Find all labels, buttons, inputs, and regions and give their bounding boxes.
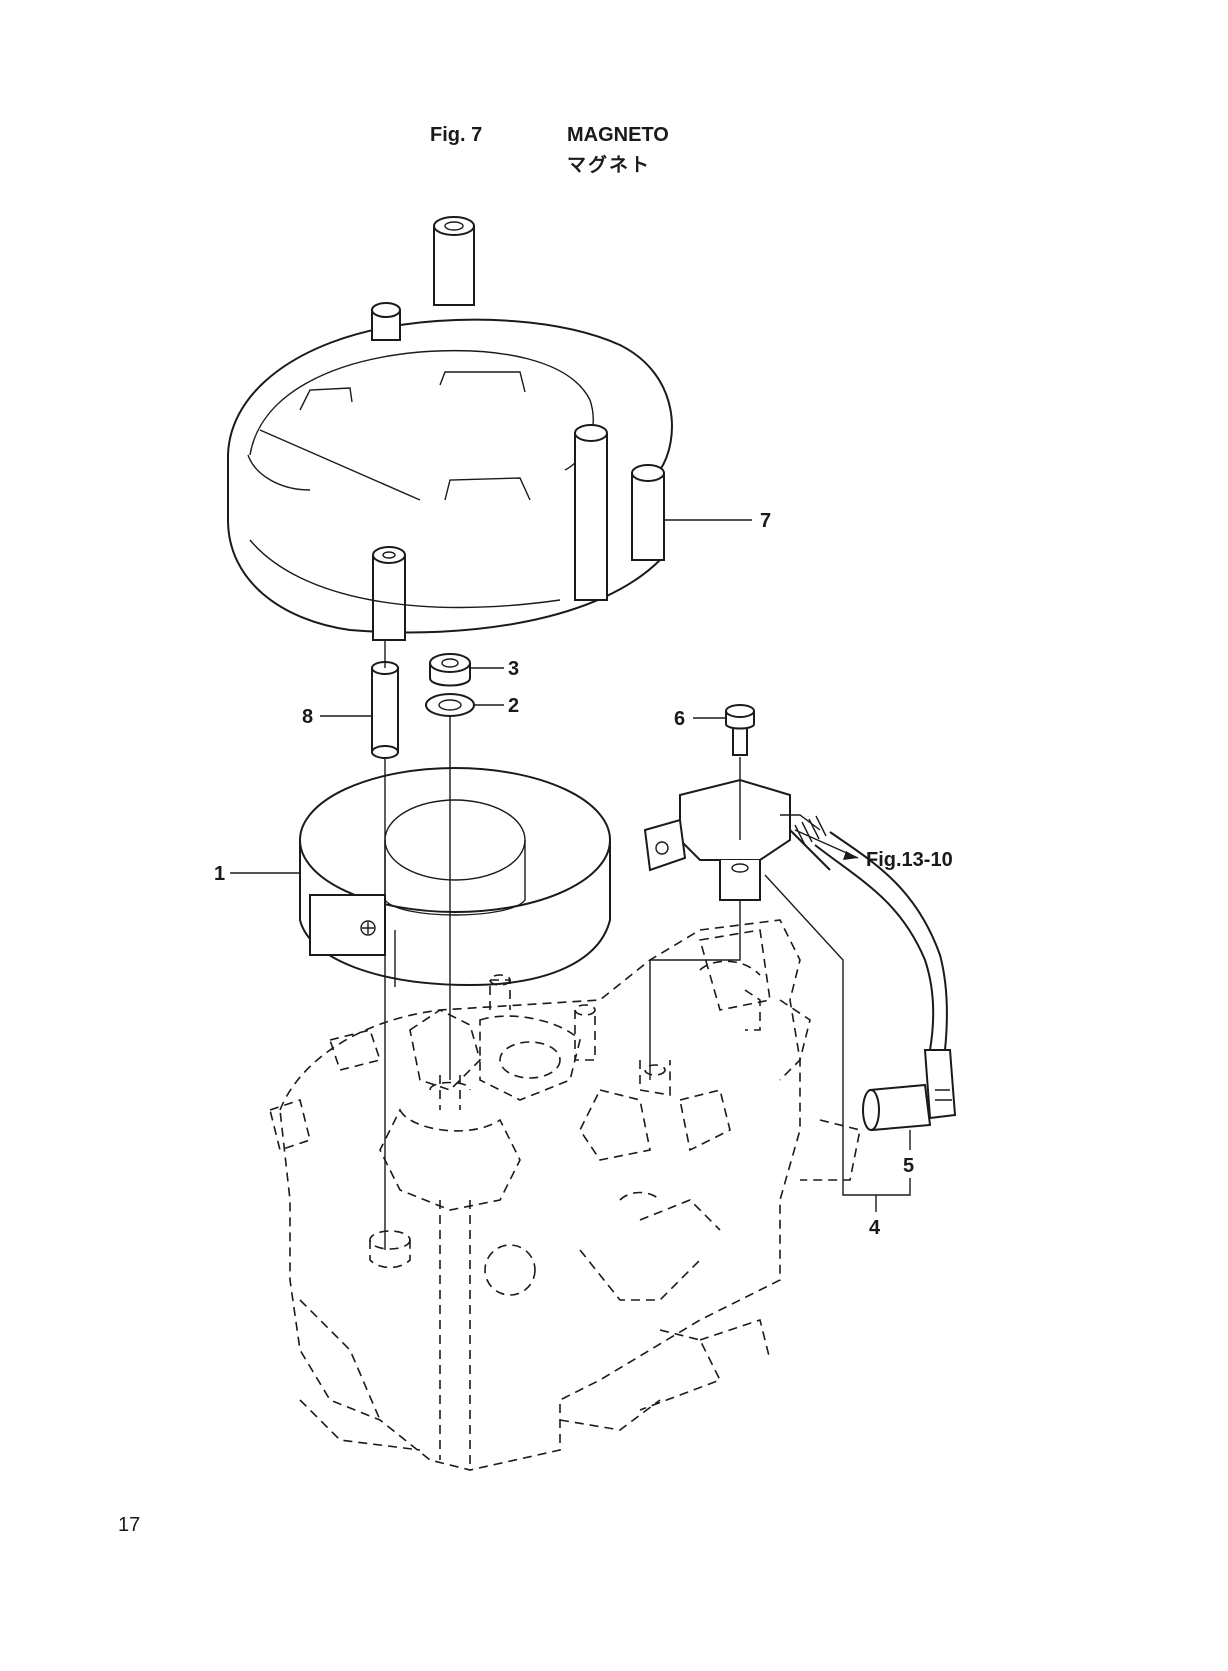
part-4-ignition-coil	[643, 778, 948, 1051]
figure-label: Fig. 7	[430, 124, 483, 146]
figure-title-jp: マグネト	[567, 154, 652, 176]
callout-2: 2	[474, 695, 519, 717]
engine-block-outline	[269, 919, 861, 1471]
callout-1: 1	[214, 863, 300, 885]
callout-7: 7	[664, 510, 771, 532]
part-8-dowel-pin	[371, 661, 399, 759]
callout-8: 8	[302, 706, 372, 728]
figure-title-en: MAGNETO	[567, 124, 669, 146]
part-5-plug-cap	[862, 1049, 957, 1132]
svg-text:3: 3	[508, 658, 519, 680]
callout-4: 4	[764, 874, 911, 1239]
svg-text:7: 7	[760, 510, 771, 532]
part-6-bolt	[725, 704, 755, 756]
part-1-flywheel	[299, 767, 611, 987]
assembly-lines	[384, 640, 741, 1250]
part-3-nut	[429, 653, 471, 687]
callout-5: 5	[903, 1130, 914, 1177]
svg-text:2: 2	[508, 695, 519, 717]
part-7-stator-housing	[227, 216, 673, 641]
callout-6: 6	[674, 708, 726, 730]
callout-ref-fig13-10: Fig.13-10	[794, 829, 953, 871]
page-number: 17	[118, 1514, 141, 1536]
svg-text:4: 4	[869, 1217, 881, 1239]
svg-text:Fig.13-10: Fig.13-10	[866, 849, 953, 871]
part-2-washer	[425, 693, 475, 717]
svg-text:1: 1	[214, 863, 225, 885]
svg-text:8: 8	[302, 706, 313, 728]
svg-text:6: 6	[674, 708, 685, 730]
svg-text:5: 5	[903, 1155, 914, 1177]
callout-3: 3	[470, 658, 519, 680]
